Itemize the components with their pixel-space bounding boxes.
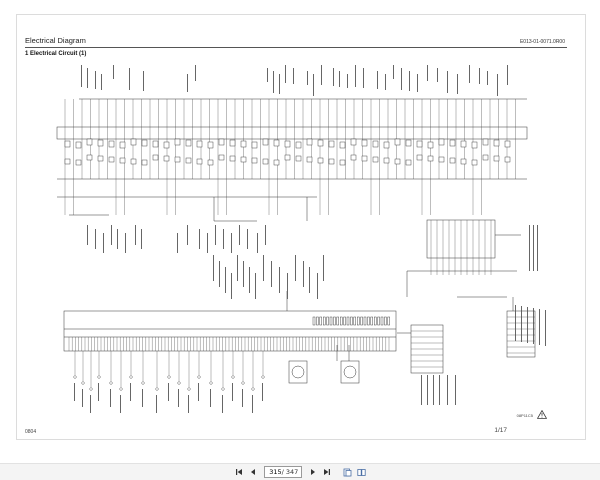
page-header-title: Electrical Diagram xyxy=(25,36,86,45)
two-page-icon xyxy=(357,468,366,476)
last-page-icon xyxy=(324,469,331,475)
next-page-button[interactable] xyxy=(307,466,319,478)
motor-symbol-1 xyxy=(288,360,308,384)
last-page-button[interactable] xyxy=(321,466,333,478)
lower-connector-block xyxy=(63,310,397,352)
warning-icon xyxy=(537,410,547,419)
document-page: Electrical Diagram E013-01-0071.0R00 1 E… xyxy=(16,14,586,440)
two-page-button[interactable] xyxy=(355,466,367,478)
page-number: 1/17 xyxy=(494,427,507,434)
viewer-toolbar: / 347 xyxy=(0,463,600,480)
total-pages-label: / 347 xyxy=(281,468,299,476)
section-title: 1 Electrical Circuit (1) xyxy=(25,51,87,57)
fit-page-button[interactable] xyxy=(341,466,353,478)
prev-page-icon xyxy=(250,469,255,475)
electrical-circuit-diagram xyxy=(56,65,546,413)
fit-page-icon xyxy=(343,468,352,476)
header-rule xyxy=(25,47,567,48)
footer-left-code: 0804 xyxy=(25,429,37,435)
current-page-input[interactable] xyxy=(267,468,282,476)
first-page-icon xyxy=(235,469,242,475)
page-indicator: / 347 xyxy=(263,466,303,478)
prev-page-button[interactable] xyxy=(247,466,259,478)
next-page-icon xyxy=(311,469,316,475)
document-code: E013-01-0071.0R00 xyxy=(519,39,565,45)
first-page-button[interactable] xyxy=(233,466,245,478)
motor-symbol-2 xyxy=(340,360,360,384)
revision-mark: 08P11C5 xyxy=(516,413,533,418)
upper-bus-frame xyxy=(56,126,528,140)
